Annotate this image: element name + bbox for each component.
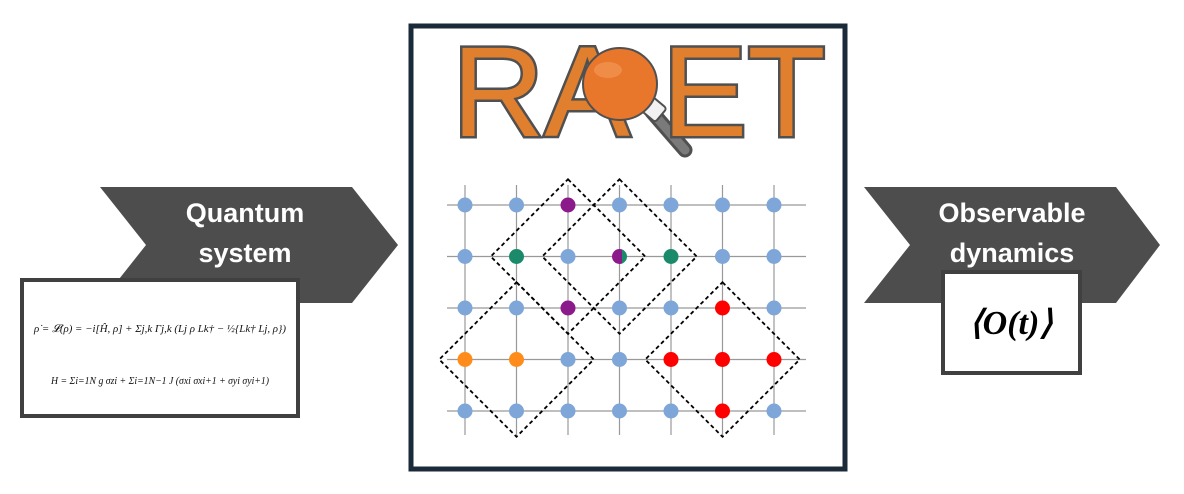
lattice-node xyxy=(509,403,524,419)
lattice-node-teal xyxy=(509,249,524,264)
lattice-node-red xyxy=(715,300,730,316)
equation-box-frame xyxy=(20,278,300,418)
observable-box: ⟨O(t)⟩ xyxy=(941,270,1082,375)
lattice-node xyxy=(766,249,782,264)
lattice-node-red xyxy=(715,403,730,419)
output-arrow-label-line2: dynamics xyxy=(950,238,1075,268)
lattice-node xyxy=(612,197,627,213)
lattice-node xyxy=(715,249,730,264)
lattice-node-purple xyxy=(560,300,576,316)
lattice-node-red xyxy=(715,352,730,367)
lattice-node-teal xyxy=(663,249,679,264)
interaction-region xyxy=(643,280,802,439)
output-arrow-shape xyxy=(864,187,1160,303)
quantum-system-arrow: Quantum system xyxy=(100,187,398,303)
lattice-node xyxy=(457,403,473,419)
raqet-logo: RA ET xyxy=(450,19,829,167)
output-arrow-label-line1: Observable xyxy=(938,198,1085,228)
lattice-node xyxy=(509,197,524,213)
input-arrow-label-line2: system xyxy=(198,238,291,268)
interaction-region xyxy=(540,177,699,336)
ping-pong-paddle-icon xyxy=(582,47,693,158)
lattice-node xyxy=(457,300,473,316)
equation-box: ρ̇ = 𝓛(ρ) = −i[Ĥ, ρ] + Σj,k Γj,k (Lj ρ L… xyxy=(20,278,300,418)
input-arrow-label-line1: Quantum xyxy=(186,198,305,228)
raqet-panel: RA ET xyxy=(408,19,848,472)
lattice-node xyxy=(612,352,627,367)
lattice-node-red xyxy=(766,352,782,367)
logo-text-right: ET xyxy=(662,21,826,164)
lattice-node xyxy=(457,249,473,264)
input-arrow-shape xyxy=(100,187,398,303)
lattice-node xyxy=(612,403,627,419)
lattice-node xyxy=(766,403,782,419)
lattice-node-orange xyxy=(509,352,524,367)
observable-dynamics-arrow: Observable dynamics xyxy=(864,187,1160,303)
lattice-node xyxy=(560,249,576,264)
lattice-node-purple xyxy=(560,197,576,213)
lattice-node xyxy=(663,403,679,419)
hamiltonian-equation: H = Σi=1N g σzi + Σi=1N−1 J (σxi σxi+1 +… xyxy=(50,375,269,387)
lattice-node xyxy=(560,403,576,419)
lattice-node xyxy=(663,300,679,316)
interaction-region xyxy=(437,280,596,439)
observable-box-frame xyxy=(941,270,1082,375)
lattice-node xyxy=(663,197,679,213)
lattice-node xyxy=(766,300,782,316)
lattice-node xyxy=(509,300,524,316)
lindblad-equation: ρ̇ = 𝓛(ρ) = −i[Ĥ, ρ] + Σj,k Γj,k (Lj ρ L… xyxy=(33,323,286,335)
lattice-node xyxy=(766,197,782,213)
lattice-node xyxy=(715,197,730,213)
lattice-node-orange xyxy=(457,352,473,367)
lattice-node xyxy=(457,197,473,213)
spin-lattice xyxy=(437,177,806,439)
lattice-node xyxy=(612,300,627,316)
lattice-node-split xyxy=(612,249,627,264)
lattice-node xyxy=(560,352,576,367)
lattice-node-red xyxy=(663,352,679,367)
observable-expression: ⟨O(t)⟩ xyxy=(969,305,1053,342)
